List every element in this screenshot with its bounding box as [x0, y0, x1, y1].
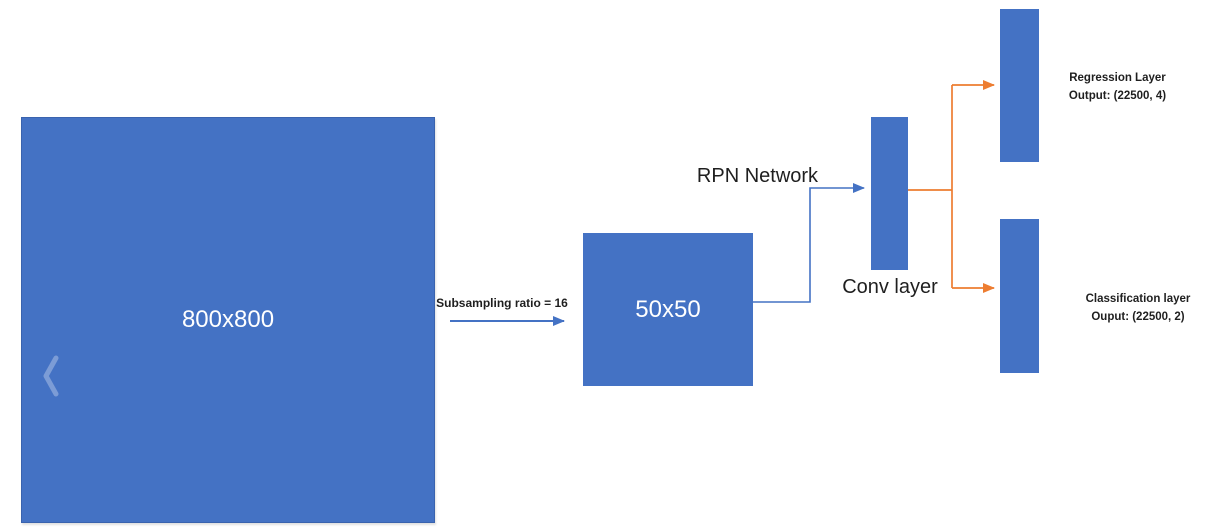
classification-layer-bar [1000, 219, 1039, 373]
classification-output-label: Classification layer Ouput: (22500, 2) [1058, 291, 1216, 326]
subsampling-ratio-label: Subsampling ratio = 16 [436, 296, 568, 310]
input-image-size-label: 800x800 [181, 306, 275, 333]
rpn-network-label: RPN Network [696, 165, 819, 187]
conv-layer-bar [871, 117, 908, 270]
feature-map-size-label: 50x50 [635, 295, 701, 323]
feature-map-box: 50x50 [583, 233, 753, 386]
classification-output-label-line1: Classification layer [1085, 293, 1191, 305]
chevron-left-icon[interactable] [42, 354, 60, 398]
regression-layer-bar [1000, 9, 1039, 162]
conv-layer-label: Conv layer [842, 276, 938, 298]
regression-output-label: Regression Layer Output: (22500, 4) [1040, 70, 1195, 105]
regression-output-label-line2: Output: (22500, 4) [1068, 89, 1167, 102]
input-image-box: 800x800 [21, 117, 435, 523]
regression-output-label-line1: Regression Layer [1069, 72, 1166, 84]
classification-output-label-line2: Ouput: (22500, 2) [1091, 310, 1185, 323]
